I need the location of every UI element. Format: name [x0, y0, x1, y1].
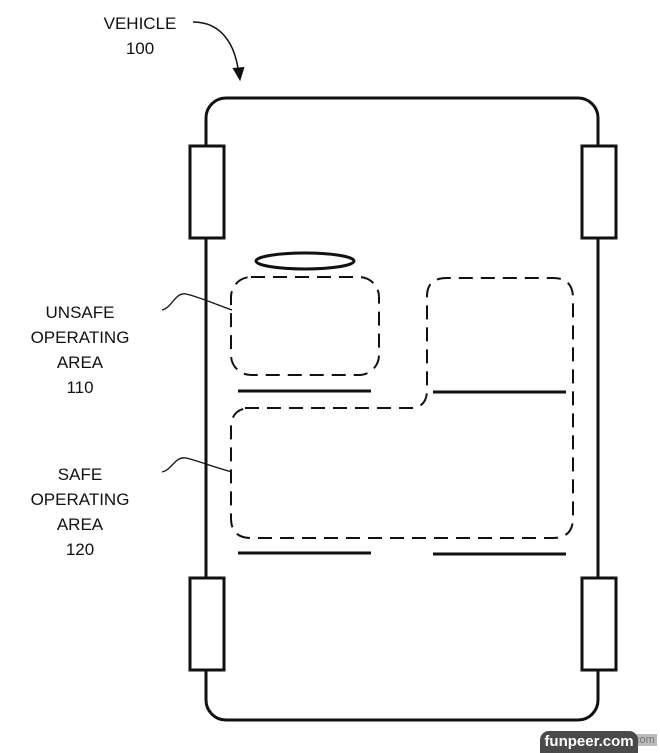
steering-wheel: [254, 251, 356, 271]
unsafe-label-ref: 110: [66, 378, 94, 397]
safe-leader-line: [161, 457, 233, 473]
wheel-front-left: [188, 144, 226, 240]
unsafe-label-line2: OPERATING: [30, 328, 130, 347]
safe-label-line3: AREA: [56, 515, 104, 534]
unsafe-label-line3: AREA: [56, 353, 104, 372]
wheel-front-right: [580, 144, 618, 240]
unsafe-operating-area: [230, 276, 380, 376]
wheel-rear-left: [188, 576, 226, 672]
wheel-rear-right: [580, 576, 618, 672]
unsafe-leader-line: [161, 293, 233, 311]
vehicle-body: [204, 96, 600, 722]
vehicle-leader-arrow: [192, 21, 240, 77]
arrowhead-icon: [232, 66, 245, 82]
safe-operating-area: [230, 277, 574, 539]
watermark: funpeer.com: [540, 731, 638, 753]
unsafe-area-label: UNSAFE OPERATING AREA 110: [20, 300, 140, 400]
vehicle-label-ref: 100: [125, 39, 155, 58]
safe-area-label: SAFE OPERATING AREA 120: [20, 462, 140, 562]
watermark-suffix: com: [632, 734, 657, 746]
vehicle-label: VEHICLE 100: [90, 11, 190, 61]
safe-label-line2: OPERATING: [30, 490, 130, 509]
unsafe-label-line1: UNSAFE: [45, 303, 115, 322]
safe-label-ref: 120: [65, 540, 95, 559]
vehicle-label-name: VEHICLE: [103, 14, 177, 33]
safe-label-line1: SAFE: [57, 465, 103, 484]
